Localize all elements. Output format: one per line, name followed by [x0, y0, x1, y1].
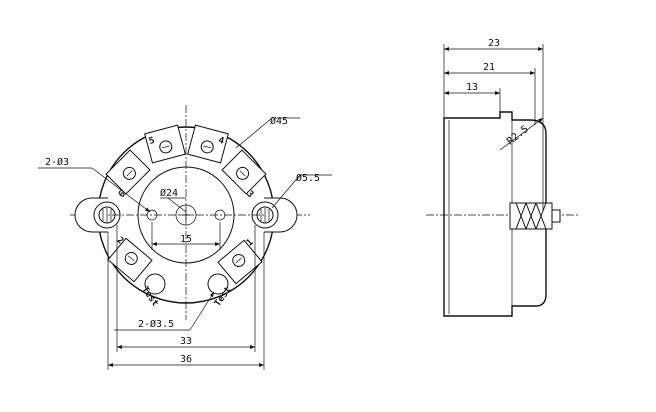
- terminal-block-3: 3: [221, 149, 267, 200]
- test-hole-left: Test: [139, 273, 166, 309]
- terminal-label-4: 4: [217, 136, 225, 147]
- center-hole-circle: [175, 204, 197, 226]
- dim-width-inner: 33: [180, 336, 192, 347]
- test-hole-right: Test: [207, 273, 234, 309]
- dim-outer-diameter: Ø45: [270, 115, 288, 127]
- terminal-block-4: 4: [187, 124, 229, 164]
- terminal-block-1: 1: [217, 237, 263, 285]
- dim-test-holes: 2-Ø3.5: [138, 318, 174, 330]
- small-hole-right: [214, 209, 226, 221]
- terminal-label-2: 2: [115, 235, 126, 246]
- mounting-ear-left: [74, 197, 121, 233]
- dim-width-outer: 36: [180, 354, 192, 365]
- terminal-label-6: 6: [117, 189, 128, 200]
- side-view: 23 21 13 R2.5: [426, 38, 580, 317]
- terminal-label-3: 3: [244, 189, 255, 200]
- dim-corner-radius: R2.5: [505, 124, 531, 148]
- dim-body-depth: 21: [483, 62, 495, 73]
- dim-total-depth: 23: [488, 38, 500, 49]
- front-view: 5 4 6 3 2 1: [38, 105, 332, 370]
- dim-small-holes: 2-Ø3: [45, 156, 69, 168]
- mounting-ear-right: [251, 197, 298, 233]
- center-recess-circle: [137, 166, 235, 264]
- side-body-outline: [443, 111, 547, 317]
- dim-center-spacing: 15: [180, 234, 192, 245]
- dim-mount-hole: Ø5.5: [296, 172, 320, 184]
- terminal-label-1: 1: [245, 237, 256, 248]
- terminal-block-6: 6: [105, 149, 151, 200]
- terminal-block-2: 2: [107, 235, 153, 283]
- small-hole-left: [146, 209, 158, 221]
- dim-center-diameter: Ø24: [160, 187, 178, 199]
- terminal-block-5: 5: [144, 124, 186, 164]
- side-screw: [509, 202, 561, 230]
- dim-step-depth: 13: [466, 82, 478, 93]
- terminal-label-5: 5: [148, 136, 156, 147]
